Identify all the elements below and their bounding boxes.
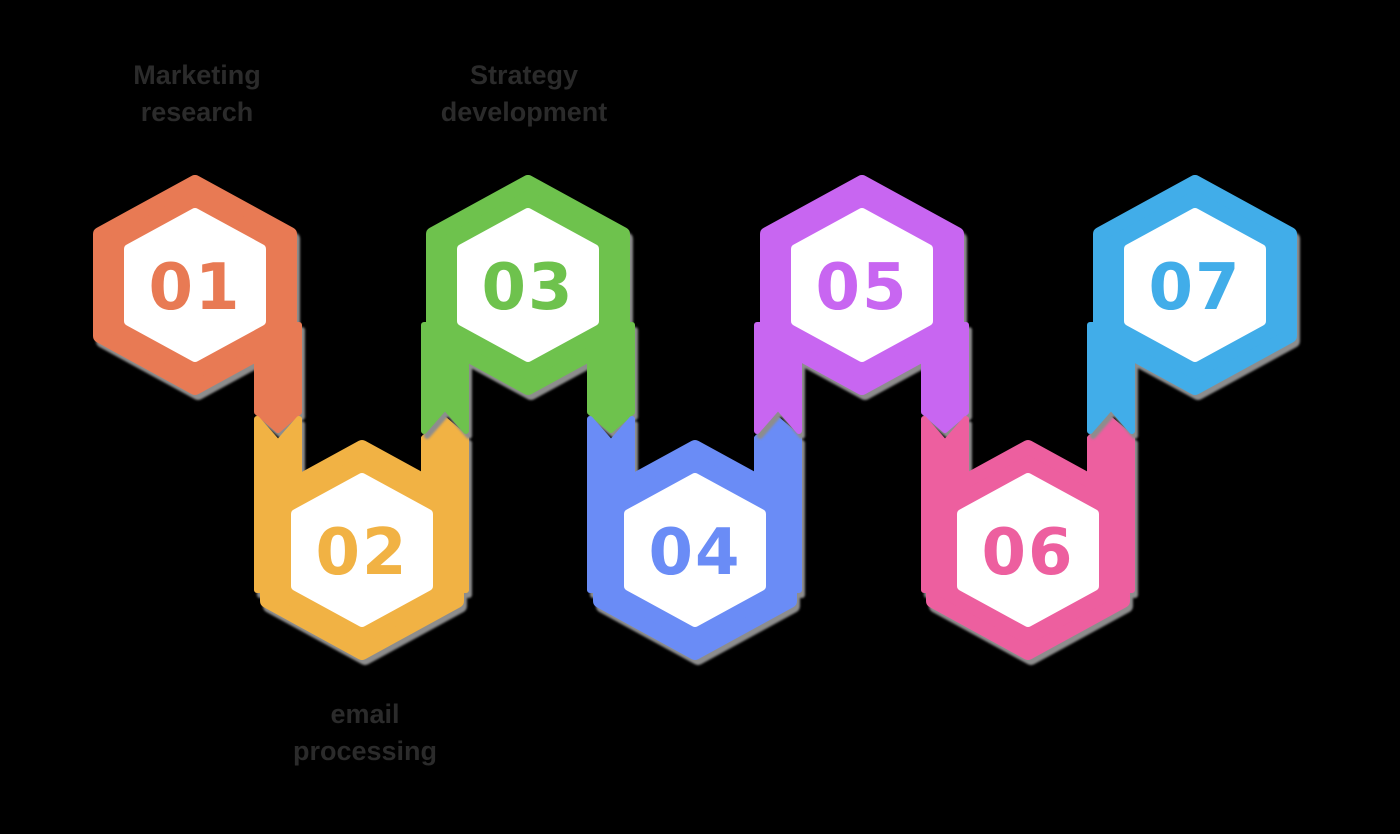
step-number: 05	[815, 251, 908, 325]
hexagon-inner	[791, 208, 933, 362]
connector-tail-left	[1087, 322, 1135, 434]
hexagon-inner	[957, 473, 1099, 627]
connector-tail-right	[921, 322, 969, 433]
connector-tail-left	[754, 322, 802, 434]
step-unit-01: 01	[93, 175, 302, 433]
hexagon-inner	[124, 208, 266, 362]
step-unit-02: 02	[254, 416, 469, 660]
step-unit-03: 03	[421, 175, 635, 434]
step-unit-07: 07	[1087, 175, 1297, 434]
connector-tail-right	[754, 417, 802, 593]
connector-tail-left	[254, 416, 302, 593]
step-number: 01	[148, 251, 241, 325]
step-number: 02	[315, 516, 408, 590]
connector-tail-right	[1087, 417, 1135, 593]
connector-tail-right	[587, 322, 635, 433]
connector-tail-right	[421, 417, 469, 593]
step-number: 06	[981, 516, 1074, 590]
step-unit-04: 04	[587, 416, 802, 660]
connector-tail-left	[587, 416, 635, 593]
label-step-01: Marketing research	[133, 60, 261, 127]
hexagon-inner	[457, 208, 599, 362]
hexagon-inner	[291, 473, 433, 627]
label-step-02: email processing	[292, 699, 438, 766]
connector-tail-left	[921, 416, 969, 593]
step-number: 04	[648, 516, 741, 590]
hexagon-inner	[1124, 208, 1266, 362]
step-unit-05: 05	[754, 175, 969, 434]
connector-tail-left	[421, 322, 469, 434]
label-step-03: Strategy development	[440, 60, 608, 127]
step-unit-06: 06	[921, 416, 1135, 660]
step-number: 03	[481, 251, 574, 325]
connector-tail-right	[254, 322, 302, 433]
hexagon-inner	[624, 473, 766, 627]
step-number: 07	[1148, 251, 1241, 325]
